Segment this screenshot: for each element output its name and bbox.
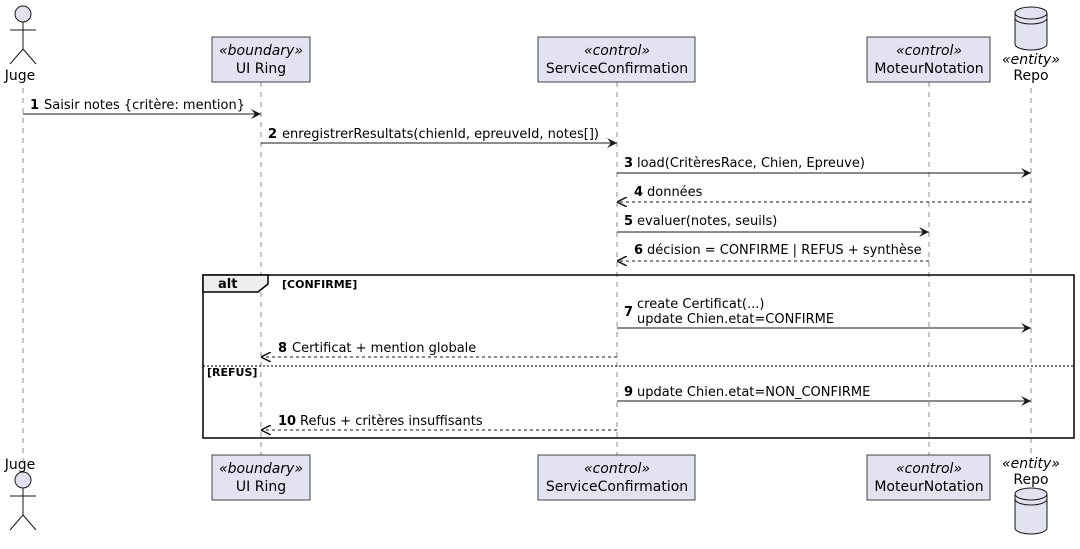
participant-stereotype: «control» [584,461,650,477]
message-number: 1 [30,98,39,113]
message-label: update Chien.etat=NON_CONFIRME [637,385,870,400]
participants-bottom: Juge «boundary» UI Ring «control» Servic… [4,454,1060,535]
message-label: evaluer(notes, seuils) [637,214,777,229]
participant-moteur-top: «control» MoteurNotation [866,36,991,83]
message-6: 6 décision = CONFIRME | REFUS + synthèse [617,243,929,261]
participant-name: MoteurNotation [874,479,983,495]
message-number: 2 [268,127,277,142]
message-label: load(CritèresRace, Chien, Epreuve) [637,156,865,171]
message-7: 7 create Certificat(...) update Chien.et… [617,297,1031,333]
message-label-line2: update Chien.etat=CONFIRME [637,312,834,327]
fragment-guard-confirme: [CONFIRME] [282,278,357,291]
alt-fragment: alt [CONFIRME] [REFUS] [202,274,1075,439]
message-3: 3 load(CritèresRace, Chien, Epreuve) [617,156,1031,178]
participants-top: Juge «boundary» UI Ring «control» Servic… [4,5,1060,84]
participant-name: MoteurNotation [874,61,983,77]
lifelines [22,82,1032,462]
participant-stereotype: «entity» [1002,456,1060,472]
database-icon [1014,487,1048,535]
message-label: décision = CONFIRME | REFUS + synthèse [647,243,922,258]
participant-repo-top: «entity» Repo [1002,6,1060,84]
message-9: 9 update Chien.etat=NON_CONFIRME [617,385,1031,406]
message-number: 8 [278,341,287,356]
participant-stereotype: «boundary» [219,43,303,59]
participant-stereotype: «control» [896,43,962,59]
fragment-guard-refus: [REFUS] [207,366,257,379]
participant-service-bottom: «control» ServiceConfirmation [537,454,696,501]
message-4: 4 données [617,185,1031,202]
actor-juge-top: Juge [4,5,37,84]
message-number: 9 [624,385,633,400]
message-5: 5 evaluer(notes, seuils) [617,214,929,237]
message-1: 1 Saisir notes {critère: mention} [23,98,261,119]
participant-name: Juge [4,68,36,84]
participant-service-top: «control» ServiceConfirmation [537,36,696,83]
actor-icon [9,471,37,531]
fragment-keyword: alt [218,277,237,292]
participant-name: ServiceConfirmation [546,61,688,77]
message-number: 3 [624,156,633,171]
message-number: 7 [624,305,633,320]
message-label: enregistrerResultats(chienId, epreuveId,… [282,127,599,142]
participant-stereotype: «control» [584,43,650,59]
messages: 1 Saisir notes {critère: mention} 2 enre… [23,98,1031,430]
message-8: 8 Certificat + mention globale [261,341,617,357]
message-label: Refus + critères insuffisants [300,414,483,429]
participant-name: Repo [1013,472,1048,488]
fragment-label-tab [202,274,269,293]
participant-moteur-bottom: «control» MoteurNotation [866,454,991,501]
message-label: create Certificat(...) [637,297,764,312]
participant-ui-ring-bottom: «boundary» UI Ring [211,454,311,501]
participant-stereotype: «control» [896,461,962,477]
participant-name: UI Ring [236,61,286,77]
message-2: 2 enregistrerResultats(chienId, epreuveI… [261,127,617,148]
participant-name: Repo [1013,68,1048,84]
message-label: données [647,185,703,200]
message-label: Saisir notes {critère: mention} [44,98,245,113]
message-number: 4 [634,185,643,200]
participant-ui-ring-top: «boundary» UI Ring [211,36,311,83]
participant-repo-bottom: «entity» Repo [1002,456,1060,535]
actor-icon [9,5,37,65]
message-number: 10 [278,414,296,429]
actor-juge-bottom: Juge [4,457,37,531]
fragment-frame [202,274,1075,439]
participant-name: Juge [4,457,36,473]
message-10: 10 Refus + critères insuffisants [261,414,617,430]
participant-stereotype: «boundary» [219,461,303,477]
participant-stereotype: «entity» [1002,52,1060,68]
message-label: Certificat + mention globale [292,341,476,356]
participant-name: UI Ring [236,479,286,495]
database-icon [1014,6,1048,51]
message-number: 5 [624,214,633,229]
message-number: 6 [634,243,643,258]
participant-name: ServiceConfirmation [546,479,688,495]
